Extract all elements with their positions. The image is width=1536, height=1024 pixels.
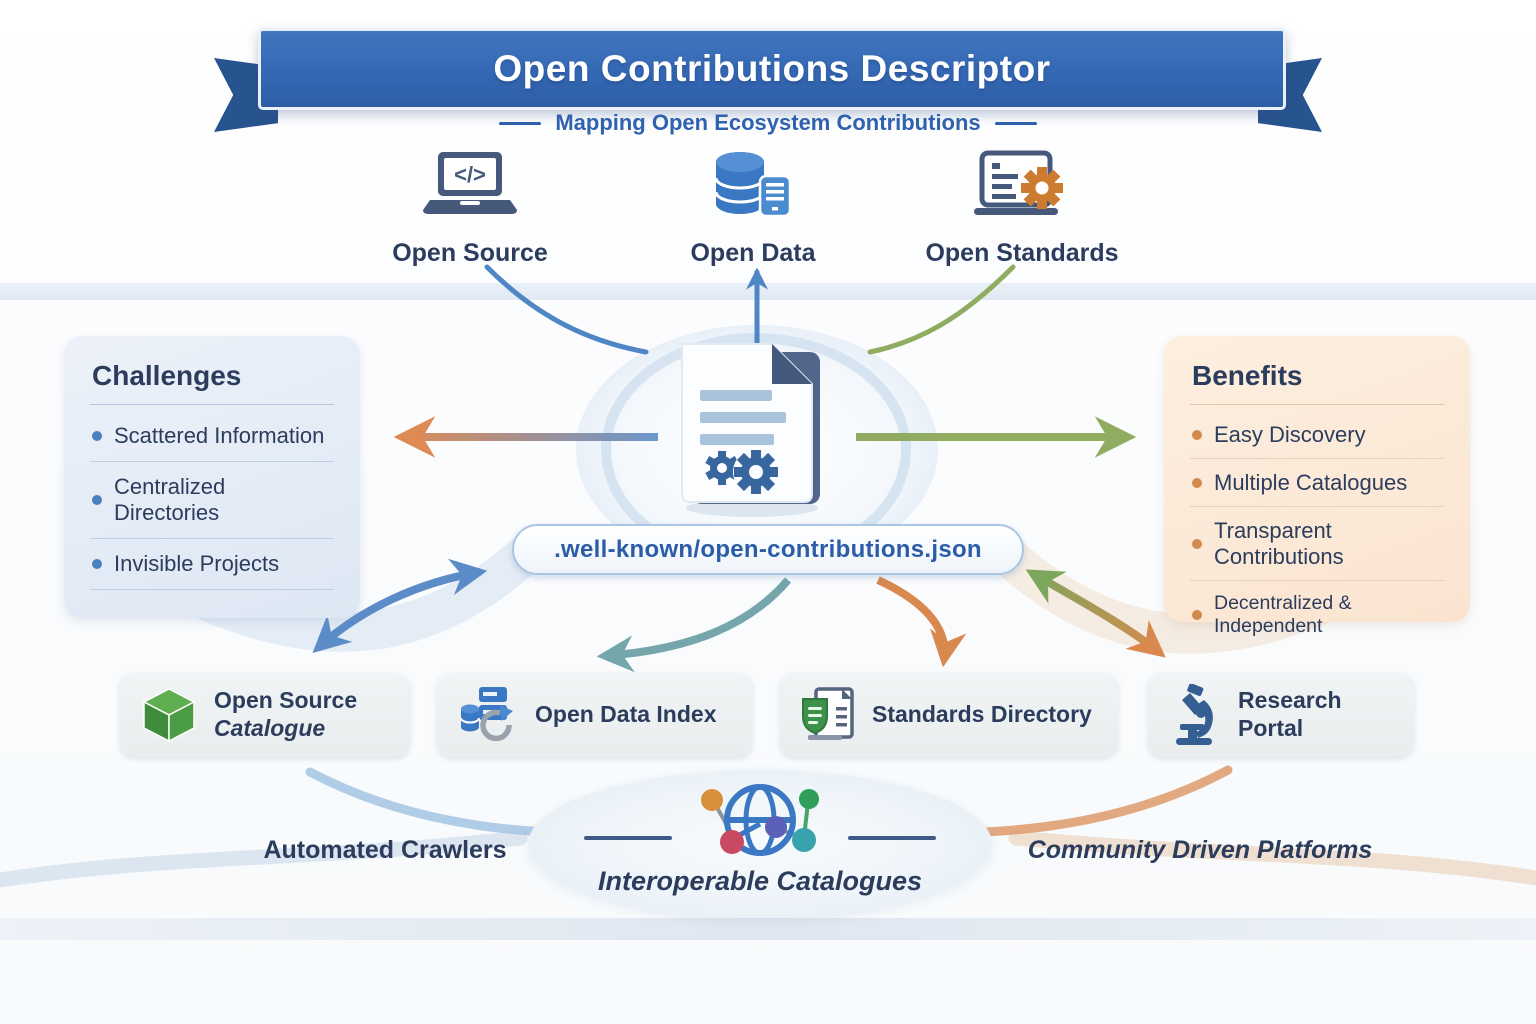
descriptor-path-pill: .well-known/open-contributions.json: [512, 524, 1024, 575]
page-title: Open Contributions Descriptor: [493, 48, 1051, 89]
hub-label: Interoperable Catalogues: [597, 866, 923, 896]
bullet-dot: [1192, 429, 1202, 440]
bullet-dot: [92, 559, 102, 569]
bottom-divider-band: [0, 918, 1536, 940]
benefits-title: Benefits: [1192, 360, 1303, 391]
database-sync-icon: [457, 685, 519, 745]
cube-icon: [140, 686, 198, 744]
list-item: Decentralized & Independent: [1190, 581, 1444, 648]
bullet-dot: [92, 431, 102, 441]
list-item-label: Transparent Contributions: [1214, 517, 1344, 569]
list-item: Invisible Projects: [90, 539, 334, 590]
list-item: Multiple Catalogues: [1190, 459, 1444, 507]
arrow-open-standards-to-descriptor: [867, 264, 1016, 355]
subtitle-row: Mapping Open Ecosystem Contributions: [0, 108, 1536, 138]
card-label: Open Data Index: [535, 701, 717, 728]
top-item-open-source: </> Open Source: [350, 150, 590, 268]
list-item-label: Multiple Catalogues: [1214, 469, 1408, 495]
card-open-source-catalogue: Open Source Catalogue: [120, 673, 410, 757]
list-item-label: Centralized Directories: [114, 474, 226, 525]
list-item: Easy Discovery: [1190, 411, 1444, 459]
divider: [1190, 404, 1444, 405]
list-item: Transparent Contributions: [1190, 507, 1444, 581]
top-item-label: Open Source: [392, 239, 548, 267]
microscope-icon: [1168, 684, 1222, 746]
arrow-open-source-to-descriptor: [484, 264, 649, 355]
arrow-pill-research-portal: [1025, 569, 1166, 658]
subtitle-dash-left: [499, 121, 542, 125]
top-item-label: Open Data: [690, 239, 816, 267]
horizontal-divider-band: [0, 283, 1536, 300]
laptop-gear-icon: [970, 150, 1074, 228]
arrow-pill-standards-directory: [876, 576, 967, 668]
card-label-line1: Open Source: [214, 687, 358, 714]
descriptor-path-label: .well-known/open-contributions.json: [554, 535, 982, 563]
bullet-dot: [1192, 609, 1202, 620]
top-item-open-standards: Open Standards: [902, 150, 1142, 268]
benefits-list: Easy Discovery Multiple Catalogues Trans…: [1190, 411, 1444, 648]
globe-network-icon: [690, 772, 830, 872]
footer-right-label: Community Driven Platforms: [1027, 836, 1373, 864]
card-label-line2: Catalogue: [214, 715, 326, 741]
list-item-label: Scattered Information: [114, 423, 325, 448]
card-open-data-index: Open Data Index: [437, 673, 752, 757]
hub-line-left: [584, 836, 672, 840]
card-research-portal: Research Portal: [1148, 673, 1414, 757]
subtitle-dash-right: [994, 121, 1037, 125]
database-icon: [698, 150, 808, 228]
challenges-list: Scattered Information Centralized Direct…: [90, 411, 334, 590]
top-item-open-data: Open Data: [633, 150, 873, 268]
bullet-dot: [92, 495, 102, 505]
challenges-title: Challenges: [92, 360, 242, 391]
card-standards-directory: Standards Directory: [780, 673, 1118, 757]
list-item: Scattered Information: [90, 411, 334, 462]
document-gear-icon: [652, 336, 852, 521]
hub-line-right: [848, 836, 936, 840]
footer-left-label: Automated Crawlers: [263, 836, 507, 864]
arrow-pill-open-data-index: [596, 577, 792, 673]
benefits-panel: Benefits Easy Discovery Multiple Catalog…: [1164, 336, 1470, 637]
page-subtitle: Mapping Open Ecosystem Contributions: [555, 110, 981, 135]
svg-text:</>: </>: [454, 162, 486, 187]
list-item: Centralized Directories: [90, 462, 334, 539]
document-shield-icon: [800, 685, 856, 745]
divider: [90, 404, 334, 405]
bullet-dot: [1192, 477, 1202, 488]
laptop-code-icon: </>: [422, 150, 518, 228]
challenges-panel: Challenges Scattered Information Central…: [64, 336, 360, 618]
card-label: Open Source Catalogue: [214, 687, 357, 742]
card-label: Research Portal: [1238, 687, 1342, 741]
bullet-dot: [1192, 538, 1202, 549]
list-item-label: Easy Discovery: [1214, 421, 1366, 447]
list-item-label: Invisible Projects: [114, 551, 280, 576]
top-item-label: Open Standards: [925, 239, 1119, 267]
list-item-label: Decentralized & Independent: [1214, 591, 1352, 637]
banner-ribbon: Open Contributions Descriptor: [258, 28, 1286, 110]
card-label: Standards Directory: [872, 701, 1092, 728]
